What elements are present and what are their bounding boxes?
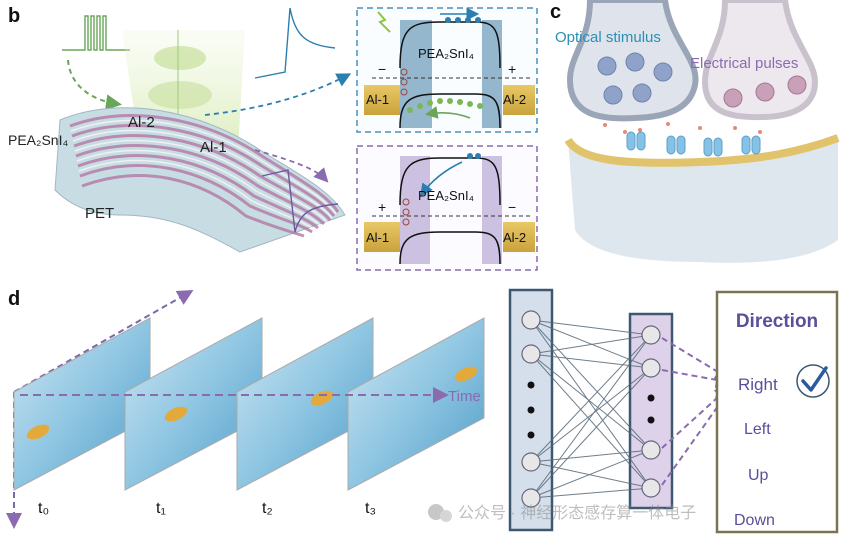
band-diagram-electrical	[356, 145, 538, 271]
neural-network	[508, 288, 732, 532]
optical-stimulus-label: Optical stimulus	[555, 29, 661, 46]
band-bottom-material: PEA₂SnI₄	[418, 188, 474, 203]
electrical-pulses-label: Electrical pulses	[690, 55, 798, 72]
video-frames	[13, 317, 485, 491]
output-left: Left	[744, 421, 771, 438]
presynaptic-terminals	[566, 0, 819, 134]
watermark: 公众号 · 神经形态感存算一体电子	[428, 503, 696, 522]
output-box	[715, 290, 839, 534]
band-top-left-sign: −	[378, 61, 386, 77]
panel-label-c: c	[550, 1, 561, 23]
frame-label-t3: t₃	[365, 500, 376, 517]
output-down: Down	[734, 512, 775, 529]
band-bottom-right-electrode: Al-2	[503, 230, 526, 245]
electrode-al1-label: Al-1	[200, 139, 227, 156]
beam-disc-top	[154, 46, 206, 70]
frame-label-t0: t₀	[38, 500, 49, 517]
check-icon	[796, 364, 830, 398]
substrate-label: PET	[85, 205, 114, 222]
band-top-left-electrode: Al-1	[366, 92, 389, 107]
material-label: PEA₂SnI₄	[8, 132, 68, 148]
band-top-right-sign: +	[508, 61, 516, 77]
electrode-al2-label: Al-2	[128, 114, 155, 131]
band-bottom-right-sign: −	[508, 199, 516, 215]
device-sheet	[54, 107, 346, 253]
optical-to-band-arrow	[204, 73, 352, 116]
band-bottom-left-sign: +	[378, 199, 386, 215]
optical-response-trace	[254, 7, 336, 79]
x-axis-arrow	[13, 290, 194, 393]
band-bottom-left-electrode: Al-1	[366, 230, 389, 245]
watermark-text: 公众号 · 神经形态感存算一体电子	[458, 503, 696, 522]
electrical-response-trace	[261, 169, 339, 233]
electrical-to-band-arrow	[254, 149, 329, 183]
band-top-right-electrode: Al-2	[503, 92, 526, 107]
frame-2	[236, 317, 374, 491]
output-up: Up	[748, 467, 769, 484]
frame-3	[347, 317, 485, 491]
band-top-material: PEA₂SnI₄	[418, 46, 474, 61]
frame-label-t1: t₁	[156, 500, 166, 517]
output-right: Right	[738, 375, 778, 394]
beam-disc-bottom	[148, 81, 212, 109]
panel-label-b: b	[8, 5, 20, 27]
frame-label-t2: t₂	[262, 500, 273, 517]
band-diagram-optical	[356, 7, 538, 133]
output-title: Direction	[736, 311, 818, 332]
time-label: Time	[448, 388, 481, 405]
optical-pulse-train	[62, 15, 130, 51]
light-path-arrow	[67, 59, 122, 111]
panel-label-d: d	[8, 288, 20, 310]
postsynaptic-membrane	[564, 131, 840, 263]
